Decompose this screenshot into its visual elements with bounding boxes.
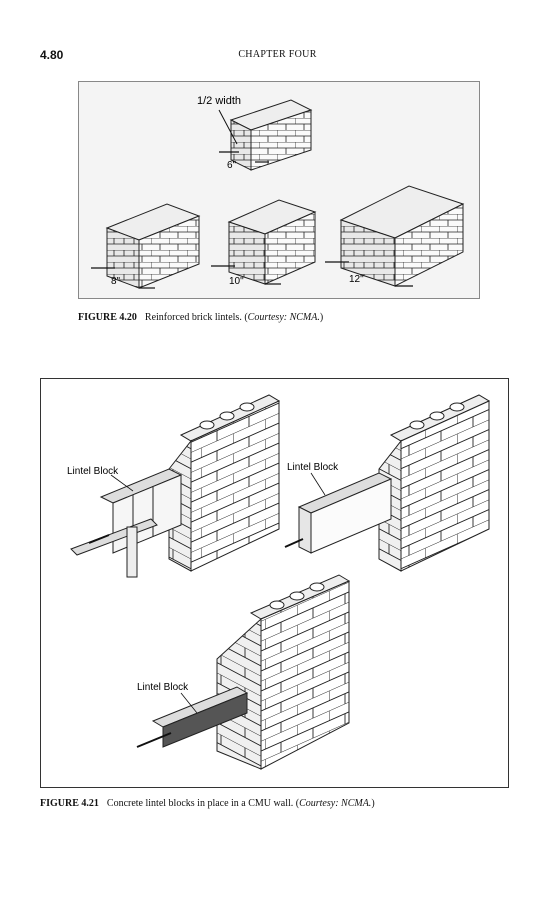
figure-4-20-caption: FIGURE 4.20 Reinforced brick lintels. (Co… bbox=[78, 312, 323, 323]
brick-lintels-drawing: 1/2 width 6" 8" 10" 12" bbox=[91, 95, 465, 289]
cmu-wall-b bbox=[284, 394, 491, 572]
label-6in: 6" bbox=[227, 160, 237, 171]
lintel-unit-12in bbox=[325, 185, 465, 287]
caption-number: FIGURE 4.20 bbox=[78, 312, 137, 323]
figure-4-21-caption: FIGURE 4.21 Concrete lintel blocks in pla… bbox=[40, 798, 375, 809]
caption-number: FIGURE 4.21 bbox=[40, 798, 99, 809]
label-8in: 8" bbox=[111, 276, 121, 287]
figure-4-21-illustration: Lintel Block Lintel Block bbox=[40, 378, 509, 788]
lintel-unit-8in bbox=[91, 203, 201, 289]
figure-4-20-illustration: 1/2 width 6" 8" 10" 12" bbox=[78, 81, 480, 299]
label-lintel-block-b: Lintel Block bbox=[287, 462, 339, 473]
cmu-lintel-drawing: Lintel Block Lintel Block bbox=[67, 394, 491, 770]
caption-text: Concrete lintel blocks in place in a CMU… bbox=[106, 798, 300, 809]
caption-close: ) bbox=[319, 312, 324, 323]
label-lintel-block-c: Lintel Block bbox=[137, 682, 189, 693]
label-half-width: 1/2 width bbox=[197, 95, 241, 107]
caption-courtesy: Courtesy: NCMA. bbox=[247, 312, 320, 323]
cmu-wall-a bbox=[70, 394, 281, 578]
half-width-leader bbox=[218, 109, 238, 145]
lintel-unit-6in bbox=[219, 99, 313, 171]
page-number: 4.80 bbox=[40, 48, 64, 62]
caption-courtesy: Courtesy: NCMA. bbox=[299, 798, 372, 809]
caption-text: Reinforced brick lintels. ( bbox=[144, 312, 248, 323]
label-12in: 12" bbox=[349, 274, 364, 285]
label-lintel-block-a: Lintel Block bbox=[67, 466, 119, 477]
caption-close: ) bbox=[371, 798, 375, 809]
cmu-wall-c bbox=[136, 574, 351, 770]
page-header: 4.80 CHAPTER FOUR bbox=[0, 48, 555, 64]
label-10in: 10" bbox=[229, 276, 244, 287]
chapter-title: CHAPTER FOUR bbox=[238, 49, 317, 60]
lintel-unit-10in bbox=[211, 199, 317, 285]
